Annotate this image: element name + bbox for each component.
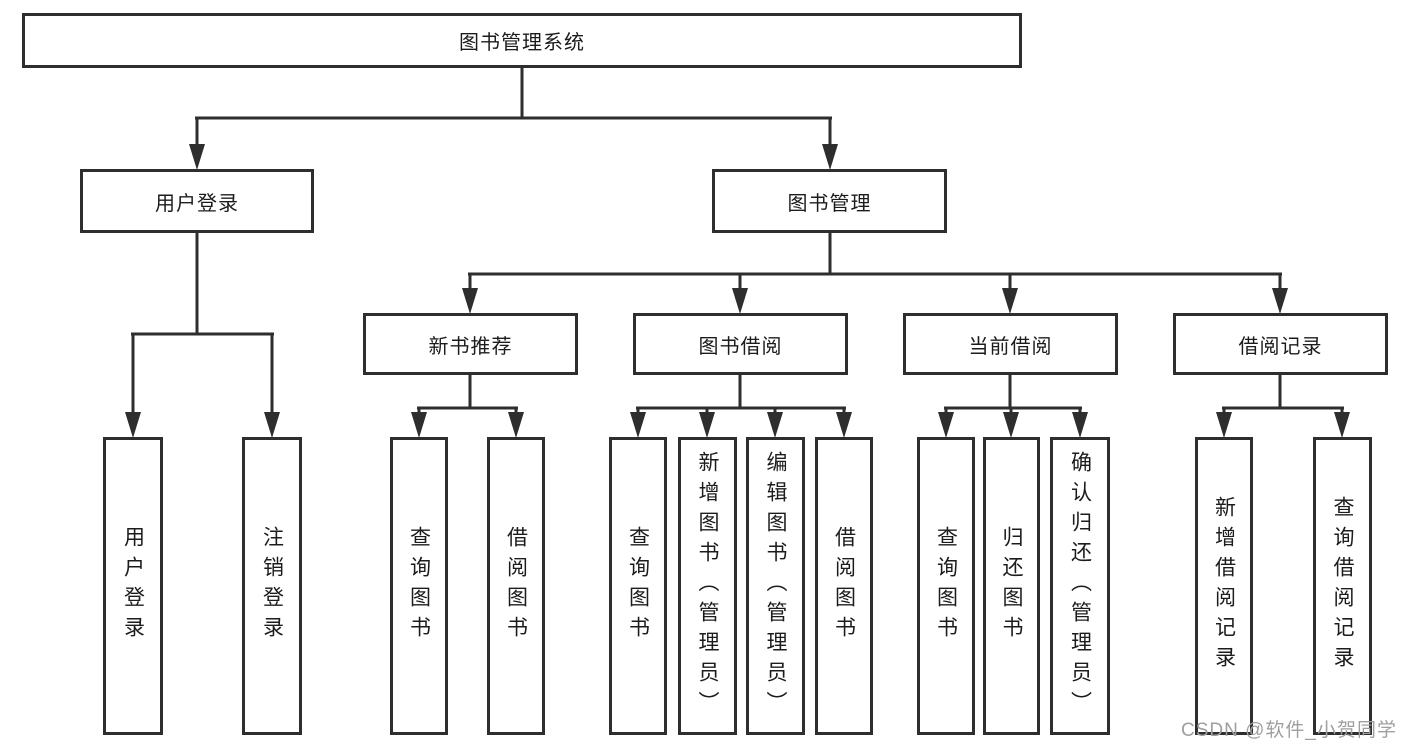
node-new-book-recommend: 新书推荐 <box>363 313 578 375</box>
node-leaf-return-books-label: 归还图书 <box>1000 526 1023 646</box>
node-leaf-user-login-label: 用户登录 <box>121 526 145 646</box>
node-leaf-query-books-current-label: 查询图书 <box>934 526 958 646</box>
node-root: 图书管理系统 <box>22 13 1022 68</box>
node-leaf-add-books-admin: 新增图书（管理员） <box>678 437 737 735</box>
node-leaf-edit-books-admin-label: 编辑图书（管理员） <box>764 451 787 721</box>
node-leaf-query-books-borrow: 查询图书 <box>609 437 667 735</box>
node-leaf-add-borrow-record: 新增借阅记录 <box>1195 437 1253 735</box>
node-user-login-label: 用户登录 <box>155 192 239 215</box>
node-leaf-borrow-books-recommend-label: 借阅图书 <box>504 526 528 646</box>
node-leaf-logout: 注销登录 <box>242 437 302 735</box>
node-leaf-confirm-return-admin: 确认归还（管理员） <box>1050 437 1110 735</box>
node-book-borrow: 图书借阅 <box>633 313 848 375</box>
node-leaf-confirm-return-admin-label: 确认归还（管理员） <box>1068 451 1092 721</box>
node-new-book-recommend-label: 新书推荐 <box>428 335 513 358</box>
node-leaf-return-books: 归还图书 <box>983 437 1040 735</box>
node-leaf-add-borrow-record-label: 新增借阅记录 <box>1212 496 1236 676</box>
node-book-management: 图书管理 <box>712 169 947 233</box>
node-book-management-label: 图书管理 <box>787 192 872 215</box>
node-leaf-query-books-current: 查询图书 <box>917 437 975 735</box>
node-borrow-records: 借阅记录 <box>1173 313 1388 375</box>
node-leaf-logout-label: 注销登录 <box>260 526 284 646</box>
node-leaf-query-books-borrow-label: 查询图书 <box>626 526 650 646</box>
csdn-watermark: CSDN @软件_小贺同学 <box>1181 720 1397 741</box>
node-current-borrow-label: 当前借阅 <box>968 335 1053 358</box>
node-leaf-borrow-books-label: 借阅图书 <box>832 526 856 646</box>
node-current-borrow: 当前借阅 <box>903 313 1118 375</box>
node-leaf-user-login: 用户登录 <box>103 437 163 735</box>
node-leaf-query-borrow-record-label: 查询借阅记录 <box>1331 496 1354 676</box>
node-leaf-query-books-recommend-label: 查询图书 <box>407 526 431 646</box>
node-leaf-add-books-admin-label: 新增图书（管理员） <box>696 451 719 721</box>
node-leaf-edit-books-admin: 编辑图书（管理员） <box>746 437 805 735</box>
node-book-borrow-label: 图书借阅 <box>698 335 783 358</box>
node-leaf-query-borrow-record: 查询借阅记录 <box>1313 437 1372 735</box>
node-root-label: 图书管理系统 <box>459 32 585 54</box>
node-borrow-records-label: 借阅记录 <box>1238 335 1323 358</box>
node-user-login: 用户登录 <box>80 169 314 233</box>
node-leaf-borrow-books-recommend: 借阅图书 <box>487 437 545 735</box>
node-leaf-query-books-recommend: 查询图书 <box>390 437 448 735</box>
node-leaf-borrow-books: 借阅图书 <box>815 437 873 735</box>
